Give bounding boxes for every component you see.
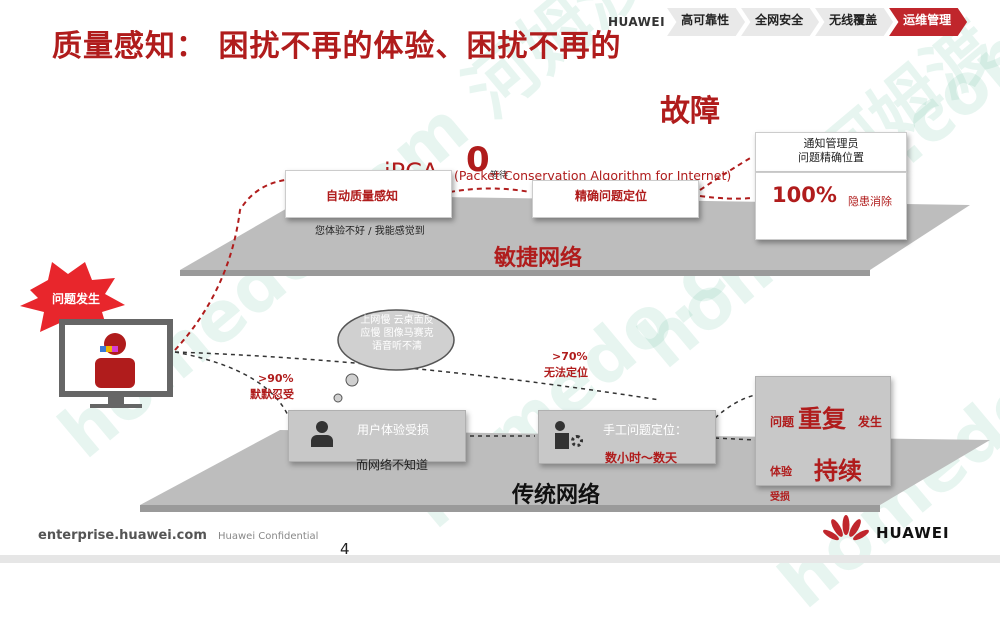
recurring-d: 体验 [770, 465, 792, 478]
user-experience-line2: 而网络不知道 [356, 458, 429, 472]
zero-label: 等待 [490, 171, 509, 181]
arrow-bottom-5 [714, 437, 756, 441]
footer-bar [0, 555, 1000, 563]
page-title: 质量感知： 困扰不再的体验、困扰不再的 [52, 29, 622, 64]
manual-locate-line2: 数小时～数天 [605, 451, 678, 465]
section-nav: HUAWEI 高可靠性 全网安全 无线覆盖 运维管理 [606, 8, 968, 36]
bottom-platform-edge [140, 505, 880, 512]
pct90-value: >90% [258, 372, 294, 385]
tab-wireless[interactable]: 无线覆盖 [815, 8, 894, 36]
recurring-e: 持续 [814, 457, 862, 485]
ipca-description: (Packet Conservation Algorithm for Inter… [454, 168, 732, 183]
arrow-top-2 [699, 156, 753, 191]
recurring-f: 受损 [770, 492, 790, 503]
precise-locate-box: 精确问题定位 [532, 180, 699, 218]
footer-site: enterprise.huawei.com [38, 528, 207, 543]
arrow-bottom-4 [714, 394, 756, 419]
recurring-b: 重复 [798, 405, 846, 433]
problem-occurs-label: 问题发生 [52, 292, 101, 306]
pct70-label: 无法定位 [544, 366, 588, 379]
recurring-c: 发生 [858, 415, 883, 429]
zero-value: 0 [466, 140, 490, 180]
cloud-text: 上网慢 云桌面反应慢 图像马赛克 语音听不清 [360, 315, 434, 352]
precise-locate-label: 精确问题定位 [575, 189, 648, 203]
gear-person-icon [555, 421, 585, 451]
recurring-problem-box: 问题 重复 发生 体验 持续 [755, 376, 891, 486]
user-icon [311, 421, 333, 449]
page-title-continued: 故障 [660, 94, 720, 129]
manual-locate-box: 手工问题定位： 数小时～数天 [538, 410, 716, 465]
percent-value: 100% [772, 183, 837, 207]
tab-reliability[interactable]: 高可靠性 [667, 8, 746, 36]
arrow-bottom-1 [174, 351, 291, 421]
huawei-logo-icon [823, 515, 869, 541]
cloud-icon [337, 309, 455, 371]
top-platform-edge [180, 270, 870, 276]
notify-admin-box: 通知管理员 问题精确位置 [755, 132, 907, 172]
user-experience-line1: 用户体验受损 [357, 423, 430, 437]
pct90-label: 默默忍受 [250, 388, 294, 401]
page-number: 4 [340, 540, 350, 558]
nav-brand: HUAWEI [608, 15, 666, 29]
agile-network-label: 敏捷网络 [494, 246, 583, 271]
manual-locate-line1: 手工问题定位： [603, 423, 688, 437]
mosaic-icon [100, 337, 130, 352]
traditional-network-label: 传统网络 [512, 483, 601, 508]
auto-sense-label: 自动质量感知 [326, 189, 399, 203]
pct70-value: >70% [552, 350, 588, 363]
auto-sense-sub: 您体验不好 / 我能感觉到 [315, 226, 425, 237]
footer-logo-text: HUAWEI [876, 524, 950, 542]
arrow-top-3 [699, 195, 753, 200]
user-experience-box: 用户体验受损 [288, 410, 466, 462]
auto-sense-box: 自动质量感知 [285, 170, 452, 218]
recurring-a: 问题 [770, 415, 795, 429]
tab-security[interactable]: 全网安全 [741, 8, 820, 36]
footer-confidential: Huawei Confidential [218, 531, 319, 542]
notify-admin-label: 通知管理员 问题精确位置 [798, 137, 864, 164]
hazard-box: 100% 隐患消除 [755, 172, 907, 240]
arrow-top-1 [449, 187, 531, 193]
percent-label: 隐患消除 [848, 195, 892, 208]
tab-operations[interactable]: 运维管理 [889, 8, 968, 36]
arrow-to-top [174, 179, 286, 351]
